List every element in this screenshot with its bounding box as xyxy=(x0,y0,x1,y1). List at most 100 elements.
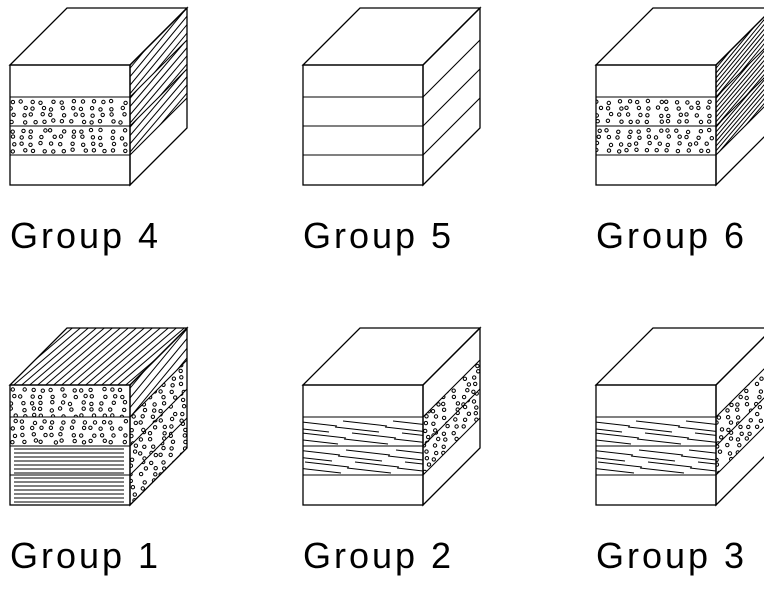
dot-mark xyxy=(82,407,85,410)
dot-mark xyxy=(152,434,155,437)
hatch-line xyxy=(218,318,308,427)
dot-mark xyxy=(720,399,723,402)
dot-mark xyxy=(142,375,145,378)
dot-mark xyxy=(424,405,427,408)
dot-mark xyxy=(708,120,711,123)
dot-mark xyxy=(20,136,23,139)
hatch-line xyxy=(0,318,68,395)
dot-mark xyxy=(465,437,468,440)
dot-mark xyxy=(442,402,445,405)
dot-mark xyxy=(33,421,36,424)
dot-mark xyxy=(432,422,435,425)
dot-mark xyxy=(747,463,750,466)
dot-mark xyxy=(163,425,166,428)
dot-mark xyxy=(151,399,154,402)
dash-mark xyxy=(394,439,438,444)
front-dots-pattern xyxy=(595,128,714,153)
dot-mark xyxy=(159,434,162,437)
dot-mark xyxy=(707,106,710,109)
dot-mark xyxy=(60,427,63,430)
hatch-line xyxy=(364,30,454,136)
dot-mark xyxy=(726,416,729,419)
dot-mark xyxy=(181,398,184,401)
hatch-line xyxy=(70,59,160,165)
dot-mark xyxy=(475,438,478,441)
dot-mark xyxy=(89,128,92,131)
dot-mark xyxy=(142,464,145,467)
dash-mark xyxy=(598,462,642,467)
dot-mark xyxy=(81,135,84,138)
dot-mark xyxy=(60,439,63,442)
dot-mark xyxy=(82,426,85,429)
dot-mark xyxy=(727,428,730,431)
dot-mark xyxy=(74,113,77,116)
hatch-line xyxy=(196,0,286,107)
dot-mark xyxy=(745,437,748,440)
dot-mark xyxy=(133,493,136,496)
dot-mark xyxy=(124,420,127,423)
dash-mark xyxy=(690,468,734,473)
dot-mark xyxy=(154,453,157,456)
hatch-line xyxy=(77,0,167,107)
dot-mark xyxy=(628,143,631,146)
dot-mark xyxy=(169,499,172,502)
dot-mark xyxy=(756,412,759,415)
dot-mark xyxy=(740,376,743,379)
hatch-line xyxy=(210,318,300,395)
hatch-line xyxy=(238,59,328,165)
dot-mark xyxy=(474,429,477,432)
dot-mark xyxy=(180,493,183,496)
hatch-line xyxy=(133,30,223,136)
dot-mark xyxy=(99,408,102,411)
dot-mark xyxy=(679,113,682,116)
dot-mark xyxy=(433,399,436,402)
dot-mark xyxy=(52,119,55,122)
dot-mark xyxy=(465,392,468,395)
dot-mark xyxy=(463,418,466,421)
hatch-line xyxy=(0,59,62,165)
hatch-line xyxy=(182,59,272,165)
dot-mark xyxy=(153,426,156,429)
dot-mark xyxy=(655,149,658,152)
dot-mark xyxy=(654,136,657,139)
hatch-line xyxy=(315,30,405,136)
dot-mark xyxy=(727,464,730,467)
dot-mark xyxy=(437,437,440,440)
hatch-line xyxy=(140,0,230,107)
dot-mark xyxy=(163,370,166,373)
dot-mark xyxy=(729,437,732,440)
hatch-line xyxy=(217,59,307,165)
dot-mark xyxy=(170,390,173,393)
dot-mark xyxy=(717,432,720,435)
hatch-line xyxy=(568,59,658,165)
dot-mark xyxy=(170,369,173,372)
front-face xyxy=(596,385,716,505)
dot-mark xyxy=(109,441,112,444)
dot-mark xyxy=(170,417,173,420)
dot-mark xyxy=(184,460,187,463)
dot-mark xyxy=(447,412,450,415)
hatch-line xyxy=(203,59,293,165)
hatch-line xyxy=(636,59,726,165)
hatch-line xyxy=(189,0,279,107)
dot-mark xyxy=(467,412,470,415)
dot-mark xyxy=(91,114,94,117)
dot-mark xyxy=(173,485,176,488)
dot-mark xyxy=(143,435,146,438)
dot-mark xyxy=(123,113,126,116)
dot-mark xyxy=(162,402,165,405)
dot-mark xyxy=(467,431,470,434)
dot-mark xyxy=(162,461,165,464)
layer-boundary xyxy=(130,69,187,126)
dot-mark xyxy=(628,135,631,138)
dot-mark xyxy=(132,397,135,400)
dot-mark xyxy=(11,135,14,138)
side-lines-diag-pattern xyxy=(0,318,476,427)
dot-mark xyxy=(444,399,447,402)
dot-mark xyxy=(53,135,56,138)
hatch-line xyxy=(0,0,76,107)
dot-mark xyxy=(638,136,641,139)
hatch-line xyxy=(548,30,638,136)
hatch-line xyxy=(616,0,706,107)
dot-mark xyxy=(153,363,156,366)
